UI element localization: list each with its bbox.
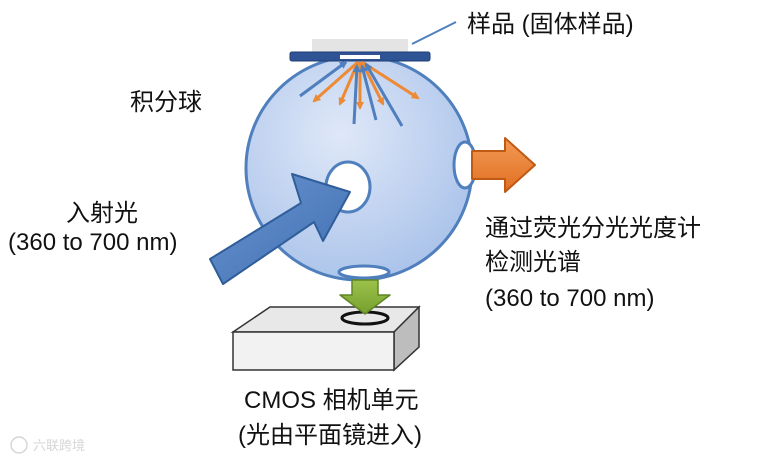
reflect-arrow-4: [364, 62, 404, 127]
watermark-text: 六联跨境: [33, 439, 85, 454]
sample-port-opening: [340, 55, 380, 59]
scatter-arrow-1: [312, 60, 359, 103]
detector-label-line3: (360 to 700 nm): [485, 285, 654, 312]
detector-label-line2: 检测光谱: [485, 249, 581, 276]
cmos-label-line1: CMOS 相机单元: [244, 387, 419, 414]
reflect-arrow-1: [299, 60, 348, 98]
watermark-logo-icon: [10, 436, 28, 454]
sample-holder: [289, 21, 457, 62]
incident-label-line1: 入射光: [66, 200, 138, 227]
reflected-light-arrows: [299, 60, 404, 127]
reflect-arrow-3: [359, 64, 378, 121]
incident-label-line2: (360 to 700 nm): [8, 229, 177, 256]
cmos-input-arrow: [339, 279, 391, 315]
cmos-box-front: [232, 331, 395, 371]
incident-light-arrow: [209, 173, 351, 285]
sample-slide: [312, 39, 408, 52]
sphere-label: 积分球: [130, 89, 202, 116]
sample-leader-line: [411, 21, 457, 45]
watermark: 六联跨境: [10, 436, 85, 454]
spectrometer-output-arrow: [471, 137, 536, 193]
cmos-label-line2: (光由平面镜进入): [238, 422, 422, 449]
cmos-camera-box: [230, 305, 421, 372]
reflect-arrow-2: [352, 64, 361, 125]
sample-label: 样品 (固体样品): [467, 11, 634, 38]
cmos-box-top: [230, 306, 421, 333]
detector-label-line1: 通过荧光分光光度计: [485, 215, 701, 242]
bottom-port: [337, 264, 391, 280]
